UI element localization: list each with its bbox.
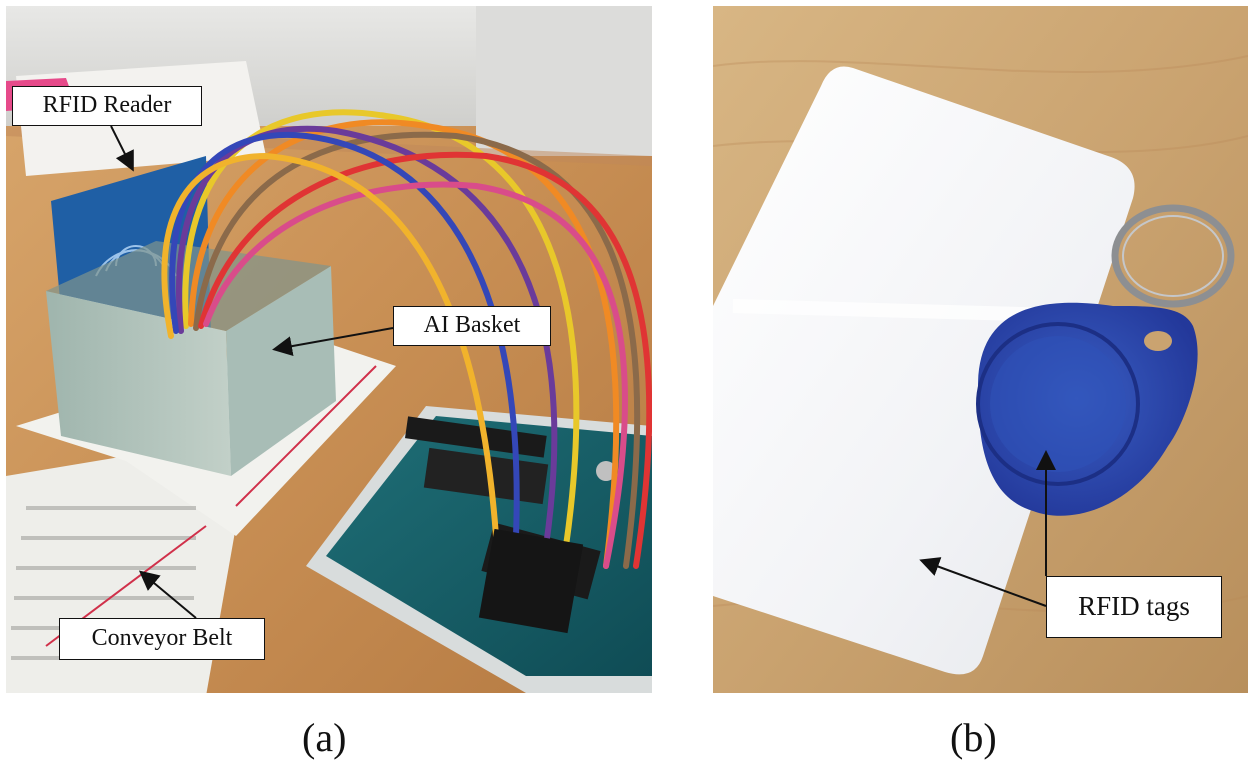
label-rfid-tags: RFID tags bbox=[1046, 576, 1222, 638]
label-ai-basket: AI Basket bbox=[393, 306, 551, 346]
rfid-card bbox=[713, 66, 1135, 675]
ai-basket-top bbox=[46, 241, 331, 331]
fob-hole bbox=[1144, 331, 1172, 351]
key-ring bbox=[1111, 204, 1235, 308]
caption-b: (b) bbox=[950, 715, 997, 760]
panel-a-photo: RFID Reader AI Basket Conveyor Belt bbox=[6, 6, 652, 693]
ai-basket-side bbox=[226, 266, 336, 476]
label-rfid-reader: RFID Reader bbox=[12, 86, 202, 126]
background-shelf bbox=[476, 6, 652, 156]
caption-a: (a) bbox=[302, 715, 347, 760]
label-conveyor-belt: Conveyor Belt bbox=[59, 618, 265, 660]
ai-basket-front bbox=[46, 291, 231, 476]
rfid-setup-photo bbox=[6, 6, 652, 693]
panel-b-photo: RFID tags bbox=[713, 6, 1248, 693]
